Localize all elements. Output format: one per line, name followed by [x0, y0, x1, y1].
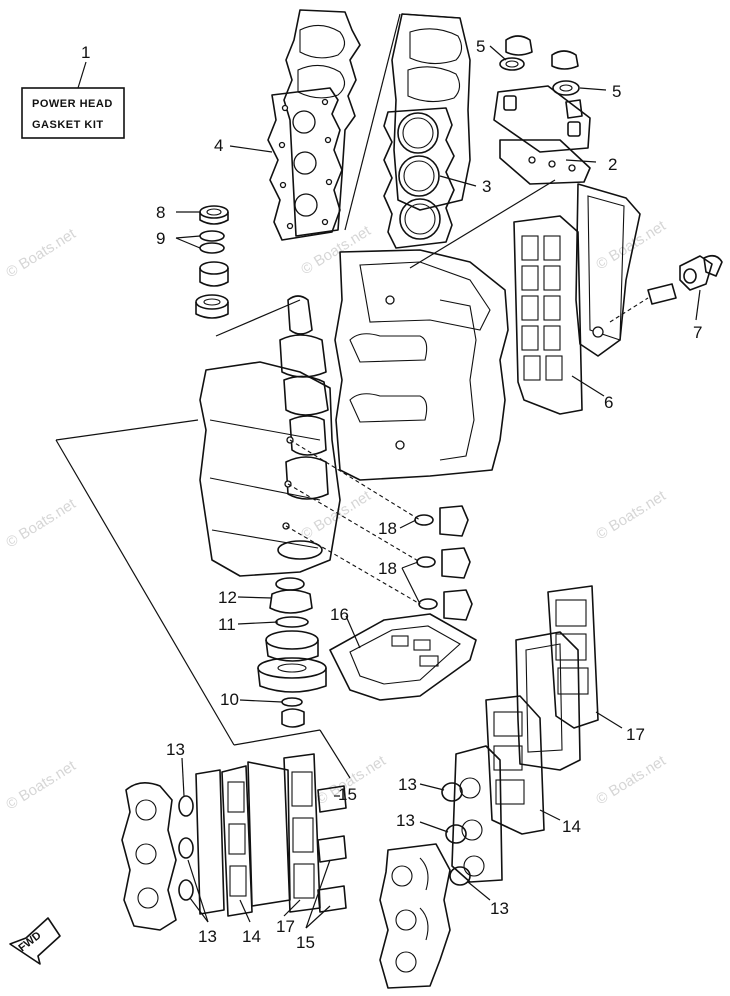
callout-18a: 18 [378, 519, 397, 538]
callout-14a: 14 [562, 817, 581, 836]
head-cover [283, 9, 361, 237]
watermark-9: © Boats.net [593, 752, 669, 809]
dash-18b [287, 483, 421, 563]
group-line-4 [319, 729, 351, 779]
cylinder-block [334, 249, 509, 481]
callout-18b: 18 [378, 559, 397, 578]
callout-15a: 15 [338, 785, 357, 804]
leader-head-2 [401, 13, 461, 19]
fwd-label: FWD [16, 929, 43, 954]
callout-14b: 14 [242, 927, 261, 946]
watermark-1: © Boats.net [3, 225, 79, 282]
right-intake-assembly [451, 585, 599, 883]
callout-13b: 13 [198, 927, 217, 946]
kit-label-line2: GASKET KIT [32, 119, 104, 131]
callout-7: 7 [693, 323, 702, 342]
watermark-6: © Boats.net [593, 487, 669, 544]
callout-2: 2 [608, 155, 617, 174]
grouping-lines [55, 419, 351, 779]
gasket-kit-box: POWER HEAD GASKET KIT [21, 61, 125, 139]
watermarks: © Boats.net © Boats.net © Boats.net © Bo… [3, 217, 669, 814]
callout-6: 6 [604, 393, 613, 412]
callout-5a: 5 [476, 37, 485, 56]
leader-1 [77, 61, 87, 89]
right-carburetor [379, 843, 451, 989]
dash-18c [285, 525, 421, 605]
callout-13c: 13 [398, 775, 417, 794]
part-3-head-gasket [383, 107, 455, 249]
part-16-base-gasket [329, 613, 477, 701]
callout-4: 4 [214, 136, 223, 155]
callout-15b: 15 [296, 933, 315, 952]
part-5-part-2-cover [409, 35, 591, 269]
parts-18-orings [414, 505, 473, 621]
dash-7 [609, 297, 649, 323]
callout-numbers: 1 2 3 4 5 5 6 7 8 9 10 11 12 13 13 13 13… [81, 37, 702, 952]
watermark-5: © Boats.net [298, 487, 374, 544]
kit-box-frame [21, 87, 125, 139]
callout-17b: 17 [276, 917, 295, 936]
callout-11: 11 [218, 615, 236, 634]
group-line-2 [55, 439, 235, 746]
kit-label-line1: POWER HEAD [32, 98, 113, 110]
watermark-7: © Boats.net [3, 757, 79, 814]
callout-8: 8 [156, 203, 165, 222]
leader-head-1 [344, 13, 401, 231]
part-6-reed-gasket [513, 183, 641, 415]
group-line-3 [233, 729, 321, 746]
crankshaft [279, 295, 329, 500]
callout-9: 9 [156, 229, 165, 248]
group-line-1 [55, 419, 199, 441]
callout-13e: 13 [490, 899, 509, 918]
parts-8-9-seals [195, 205, 301, 337]
part-7-thermostat [609, 254, 723, 323]
watermark-4: © Boats.net [3, 495, 79, 552]
fwd-arrow-icon: FWD [9, 917, 61, 965]
crankcase-half [199, 361, 421, 605]
cylinder-head [344, 13, 471, 231]
callout-12: 12 [218, 588, 237, 607]
callout-13d: 13 [396, 811, 415, 830]
left-intake-assembly [121, 753, 347, 931]
callout-10: 10 [220, 690, 239, 709]
callout-17a: 17 [626, 725, 645, 744]
callout-3: 3 [482, 177, 491, 196]
part-4-head-plate [267, 87, 343, 241]
parts-10-12-seal-housing [257, 577, 327, 728]
dash-18a [289, 439, 421, 521]
callout-16: 16 [330, 605, 349, 624]
right-orings-13 [441, 782, 471, 886]
callout-13a: 13 [166, 740, 185, 759]
watermark-3: © Boats.net [593, 217, 669, 274]
callout-1: 1 [81, 43, 90, 62]
callout-5b: 5 [612, 82, 621, 101]
leader-seal-shaft [215, 299, 301, 337]
callout-leaders [175, 45, 701, 929]
